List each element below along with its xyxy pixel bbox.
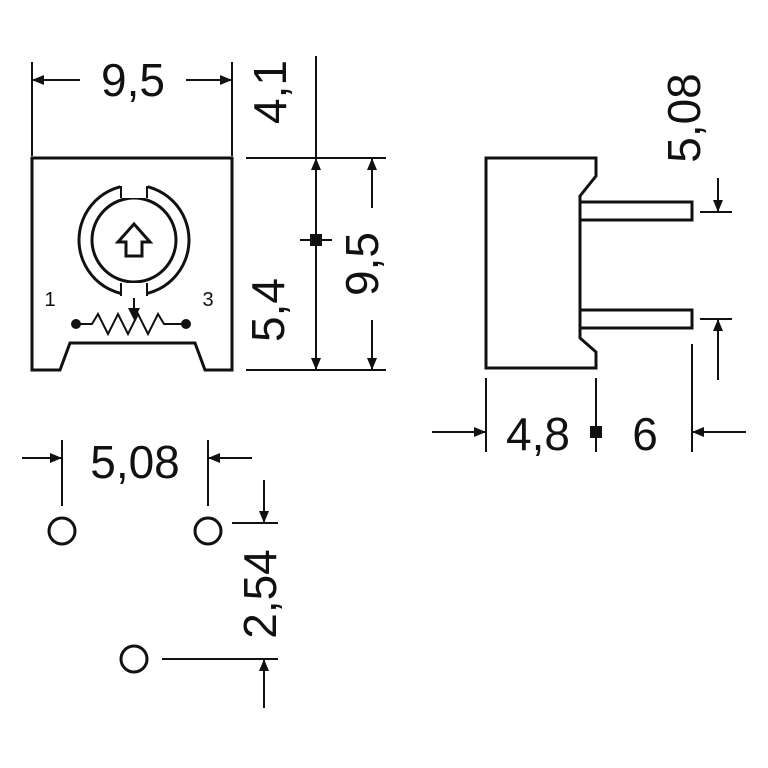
hole-3 xyxy=(193,516,223,546)
wiper-arrow-icon xyxy=(128,308,140,320)
side-body-outline xyxy=(484,156,598,370)
hole-2 xyxy=(119,644,149,674)
body-depth-dimension: 4,8 xyxy=(506,408,570,460)
rotor xyxy=(77,182,191,299)
hole-pitch-y-dimension: 2,54 xyxy=(234,549,286,639)
pin-3-label: 3 xyxy=(202,289,213,311)
rotor-inner-ring xyxy=(90,196,178,284)
hole-1 xyxy=(47,516,77,546)
pin-1-label: 1 xyxy=(44,289,55,311)
front-view: 1 3 9,5 4,1 5,4 9,5 xyxy=(30,54,388,372)
upper-pin xyxy=(580,200,694,222)
resistor-symbol xyxy=(71,298,191,337)
front-height-dimension: 9,5 xyxy=(336,232,388,296)
footprint: 5,08 2,54 xyxy=(22,436,286,708)
rotor-outer-ring xyxy=(77,183,191,297)
side-center-marker xyxy=(590,426,602,438)
pin-pitch-dimension: 5,08 xyxy=(658,73,710,163)
hole-pitch-x-dimension: 5,08 xyxy=(90,436,180,488)
lower-pin xyxy=(580,308,694,330)
offset-dimension: 4,1 xyxy=(244,60,296,124)
side-view: 5,08 4,8 6 xyxy=(432,73,746,460)
pin-length-dimension: 6 xyxy=(632,408,658,460)
front-width-dimension: 9,5 xyxy=(101,54,165,106)
center-height-dimension: 5,4 xyxy=(242,278,294,342)
resistor-zigzag-icon xyxy=(76,311,186,337)
arrow-up-icon xyxy=(114,221,154,258)
front-body-outline xyxy=(30,156,234,372)
